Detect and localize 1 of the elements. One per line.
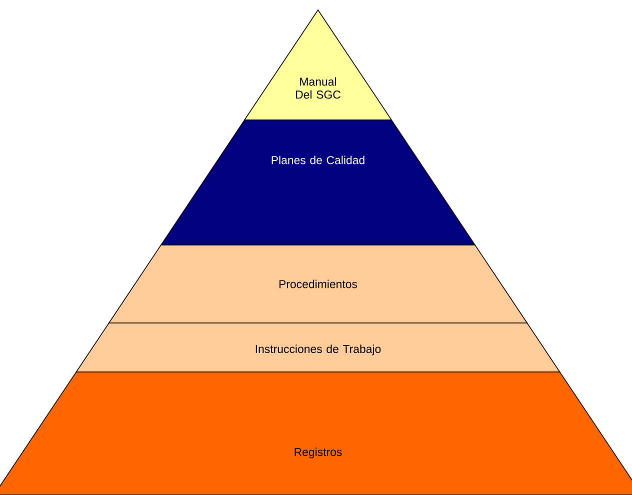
pyramid-level: Registros (0, 372, 632, 495)
